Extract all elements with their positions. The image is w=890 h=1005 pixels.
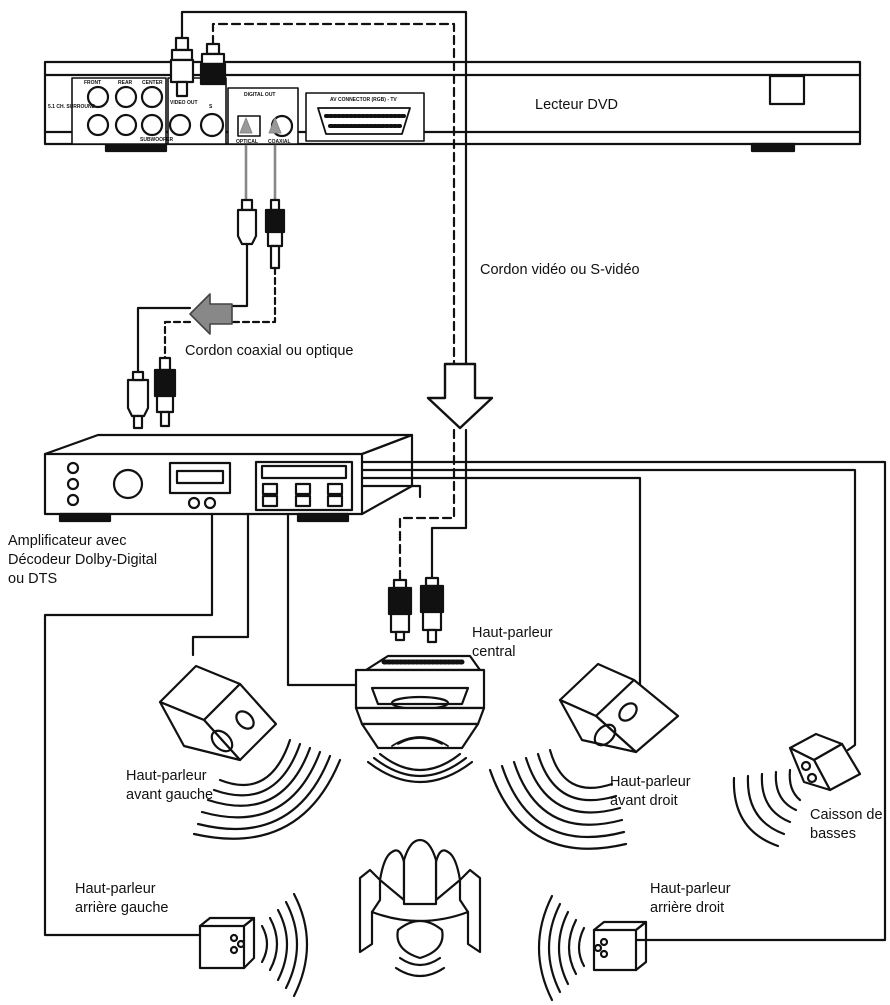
video-plug-rca — [169, 36, 195, 98]
amplifier-label-line3: ou DTS — [8, 571, 58, 587]
rear-right-speaker — [538, 894, 648, 1002]
center-speaker-label-line1: Haut-parleur — [472, 625, 553, 641]
digital-cables — [126, 117, 286, 430]
rear-left-label-line1: Haut-parleur — [75, 881, 156, 897]
optical-label: OPTICAL — [236, 139, 258, 145]
amplifier — [43, 433, 414, 523]
dvd-player-label: Lecteur DVD — [535, 97, 619, 113]
front-left-label-line1: Haut-parleur — [126, 768, 207, 784]
front-left-label-line2: avant gauche — [126, 787, 214, 803]
subwoofer-label-line1: Caisson de — [810, 807, 883, 823]
subwoofer-label: Caisson de basses — [810, 806, 883, 844]
rear-label: REAR — [118, 80, 133, 86]
subwoofer-panel-label: SUBWOOFER — [140, 137, 173, 143]
front-left-speaker-label: Haut-parleur avant gauche — [126, 767, 213, 805]
rear-left-speaker — [198, 892, 308, 998]
front-label: FRONT — [84, 80, 101, 86]
coaxial-label: COAXIAL — [268, 139, 291, 145]
front-right-label-line2: avant droit — [610, 793, 678, 809]
surround-label: 5.1 CH. SURROUND — [48, 104, 96, 110]
front-left-speaker — [158, 664, 342, 840]
amplifier-label: Amplificateur avec Décodeur Dolby-Digita… — [8, 532, 157, 589]
dvd-panel-text: 5.1 CH. SURROUND FRONT REAR CENTER SUBWO… — [48, 80, 397, 145]
front-right-label-line1: Haut-parleur — [610, 774, 691, 790]
coax-cable-label: Cordon coaxial ou optique — [185, 343, 354, 359]
center-speaker-label-line2: central — [472, 644, 516, 660]
video-out-label: VIDEO OUT — [170, 100, 198, 106]
s-video-label: S — [209, 104, 213, 110]
amplifier-label-line1: Amplificateur avec — [8, 533, 127, 549]
amplifier-label-line2: Décodeur Dolby-Digital — [8, 552, 158, 568]
rear-left-speaker-label: Haut-parleur arrière gauche — [75, 880, 169, 918]
center-speaker — [354, 654, 486, 784]
av-connector-label: AV CONNECTOR (RGB) - TV — [330, 97, 397, 103]
front-right-speaker-label: Haut-parleur avant droit — [610, 773, 691, 811]
rear-right-speaker-label: Haut-parleur arrière droit — [650, 880, 731, 918]
rear-right-label-line2: arrière droit — [650, 900, 725, 916]
center-label: CENTER — [142, 80, 163, 86]
rear-right-label-line1: Haut-parleur — [650, 881, 731, 897]
front-right-speaker — [488, 662, 680, 850]
video-cable-label: Cordon vidéo ou S-vidéo — [480, 262, 640, 278]
listener-figure — [358, 838, 482, 978]
subwoofer-label-line2: basses — [810, 826, 856, 842]
dvd-player — [43, 60, 862, 153]
rear-left-label-line2: arrière gauche — [75, 900, 169, 916]
center-rca-plugs — [387, 576, 445, 644]
video-plug-svideo — [199, 42, 227, 86]
digital-out-label: DIGITAL OUT — [244, 92, 275, 98]
subwoofer — [732, 732, 862, 848]
center-speaker-label: Haut-parleur central — [472, 624, 553, 662]
video-cable — [180, 10, 494, 582]
